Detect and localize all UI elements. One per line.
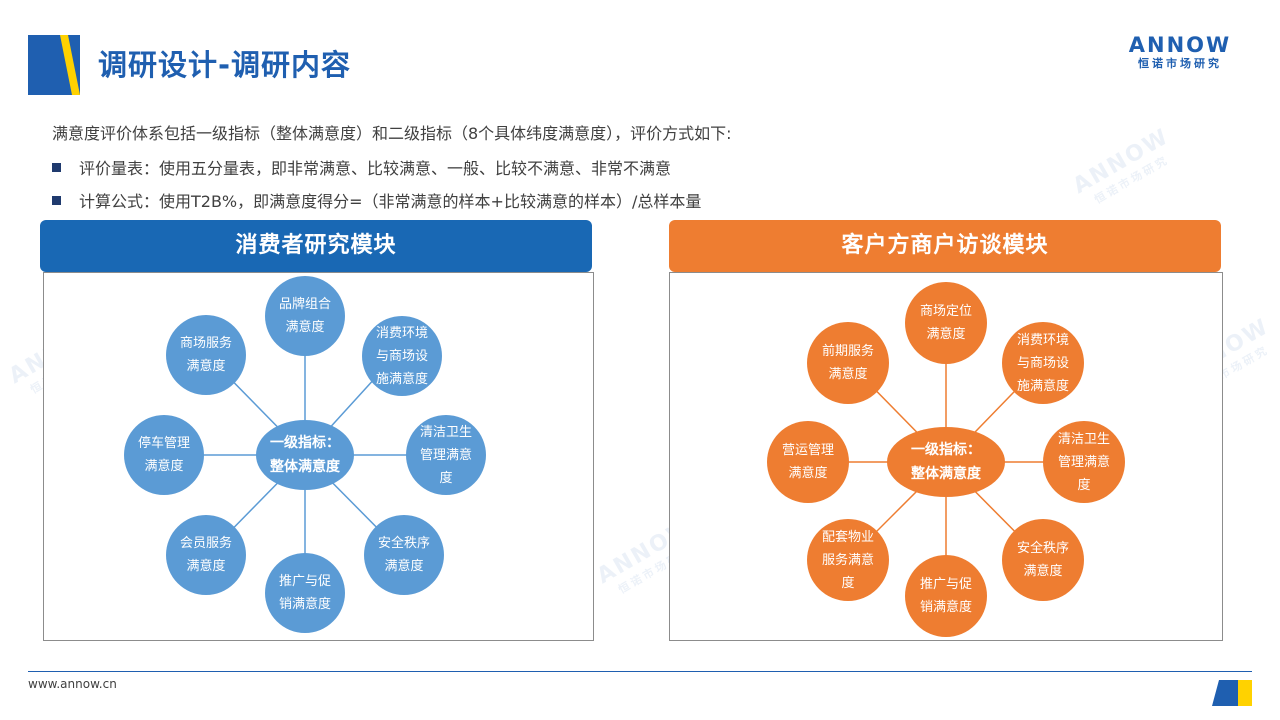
merchant-node-promotion: 推广与促销满意度	[905, 555, 987, 637]
node-line: 营运管理	[781, 443, 834, 458]
brand-name-cn: 恒诺市场研究	[1138, 57, 1222, 70]
merchant-node-safety: 安全秩序满意度	[1002, 519, 1084, 601]
node-line: 满意度	[186, 559, 226, 574]
node-line: 商场定位	[919, 304, 972, 319]
consumer-node-membership: 会员服务满意度	[166, 515, 246, 595]
intro-text: 满意度评价体系包括一级指标（整体满意度）和二级指标（8个具体纬度满意度），评价方…	[52, 124, 732, 143]
node-line: 满意度	[285, 320, 325, 335]
merchant-node-positioning: 商场定位满意度	[905, 282, 987, 364]
node-line: 满意度	[186, 359, 226, 374]
node-line: 消费环境	[375, 325, 428, 341]
node-line: 推广与促	[919, 577, 972, 592]
node-line: 清洁卫生	[1057, 431, 1110, 447]
node-line: 停车管理	[137, 436, 190, 451]
node-line: 安全秩序	[1016, 541, 1069, 556]
consumer-node-mall-service: 商场服务满意度	[166, 315, 246, 395]
node-line: 整体满意度	[911, 466, 981, 482]
node-line: 与商场设	[375, 348, 428, 364]
consumer-node-cleaning: 清洁卫生管理满意度	[406, 415, 486, 495]
node-line: 整体满意度	[270, 459, 340, 475]
node-line: 安全秩序	[377, 536, 430, 551]
node-line: 施满意度	[1016, 378, 1069, 394]
node-line: 满意度	[384, 559, 424, 574]
footer-yellow-block	[1238, 680, 1252, 706]
brand-name-en: ANNOW	[1128, 33, 1232, 57]
node-line: 管理满意	[1057, 454, 1110, 470]
node-line: 满意度	[828, 367, 868, 382]
node-line: 满意度	[144, 459, 184, 474]
node-line: 会员服务	[179, 536, 232, 551]
brand-logo: ANNOW 恒诺市场研究	[1126, 33, 1234, 71]
node-line: 配套物业	[821, 529, 874, 545]
node-line: 度	[841, 575, 855, 591]
node-line: 与商场设	[1016, 355, 1069, 371]
merchant-node-cleaning: 清洁卫生管理满意度	[1043, 421, 1125, 503]
node-line: 推广与促	[278, 574, 331, 589]
node-line: 品牌组合	[278, 297, 331, 312]
node-line: 一级指标：	[270, 435, 340, 451]
bullet-text: 计算公式：使用T2B%，即满意度得分=（非常满意的样本+比较满意的样本）/总样本…	[79, 192, 702, 211]
consumer-node-promotion: 推广与促销满意度	[265, 553, 345, 633]
node-line: 销满意度	[919, 600, 972, 615]
node-line: 商场服务	[179, 336, 232, 351]
consumer-node-environment: 消费环境与商场设施满意度	[362, 316, 442, 396]
merchant-center-node: 一级指标： 整体满意度	[887, 427, 1005, 497]
consumer-center-node: 一级指标： 整体满意度	[256, 420, 354, 490]
node-line: 一级指标：	[911, 442, 981, 458]
node-line: 清洁卫生	[419, 424, 472, 440]
node-line: 施满意度	[375, 371, 428, 387]
node-line: 管理满意	[419, 447, 472, 463]
bullet-item: 计算公式：使用T2B%，即满意度得分=（非常满意的样本+比较满意的样本）/总样本…	[52, 188, 701, 212]
node-line: 满意度	[1023, 564, 1063, 579]
merchant-module-header: 客户方商户访谈模块	[669, 220, 1221, 272]
bullet-text: 评价量表：使用五分量表，即非常满意、比较满意、一般、比较不满意、非常不满意	[79, 159, 672, 178]
consumer-node-brand-mix: 品牌组合满意度	[265, 276, 345, 356]
consumer-node-safety: 安全秩序满意度	[364, 515, 444, 595]
bullet-item: 评价量表：使用五分量表，即非常满意、比较满意、一般、比较不满意、非常不满意	[52, 155, 671, 179]
node-line: 前期服务	[821, 344, 874, 359]
node-line: 度	[1077, 477, 1091, 493]
node-line: 满意度	[788, 466, 828, 481]
footer-url: www.annow.cn	[28, 677, 117, 691]
node-line: 满意度	[926, 327, 966, 342]
merchant-node-environment: 消费环境与商场设施满意度	[1002, 322, 1084, 404]
bullet-square-icon	[52, 163, 61, 172]
node-line: 度	[439, 470, 453, 486]
node-line: 销满意度	[278, 597, 331, 612]
page-title: 调研设计-调研内容	[98, 48, 352, 82]
consumer-module-header: 消费者研究模块	[40, 220, 592, 272]
footer-divider	[28, 671, 1252, 672]
merchant-node-operations: 营运管理满意度	[767, 421, 849, 503]
merchant-node-early-service: 前期服务满意度	[807, 322, 889, 404]
consumer-node-parking: 停车管理满意度	[124, 415, 204, 495]
node-line: 消费环境	[1016, 332, 1069, 348]
bullet-square-icon	[52, 196, 61, 205]
node-line: 服务满意	[821, 552, 874, 568]
merchant-node-property-service: 配套物业服务满意度	[807, 519, 889, 601]
